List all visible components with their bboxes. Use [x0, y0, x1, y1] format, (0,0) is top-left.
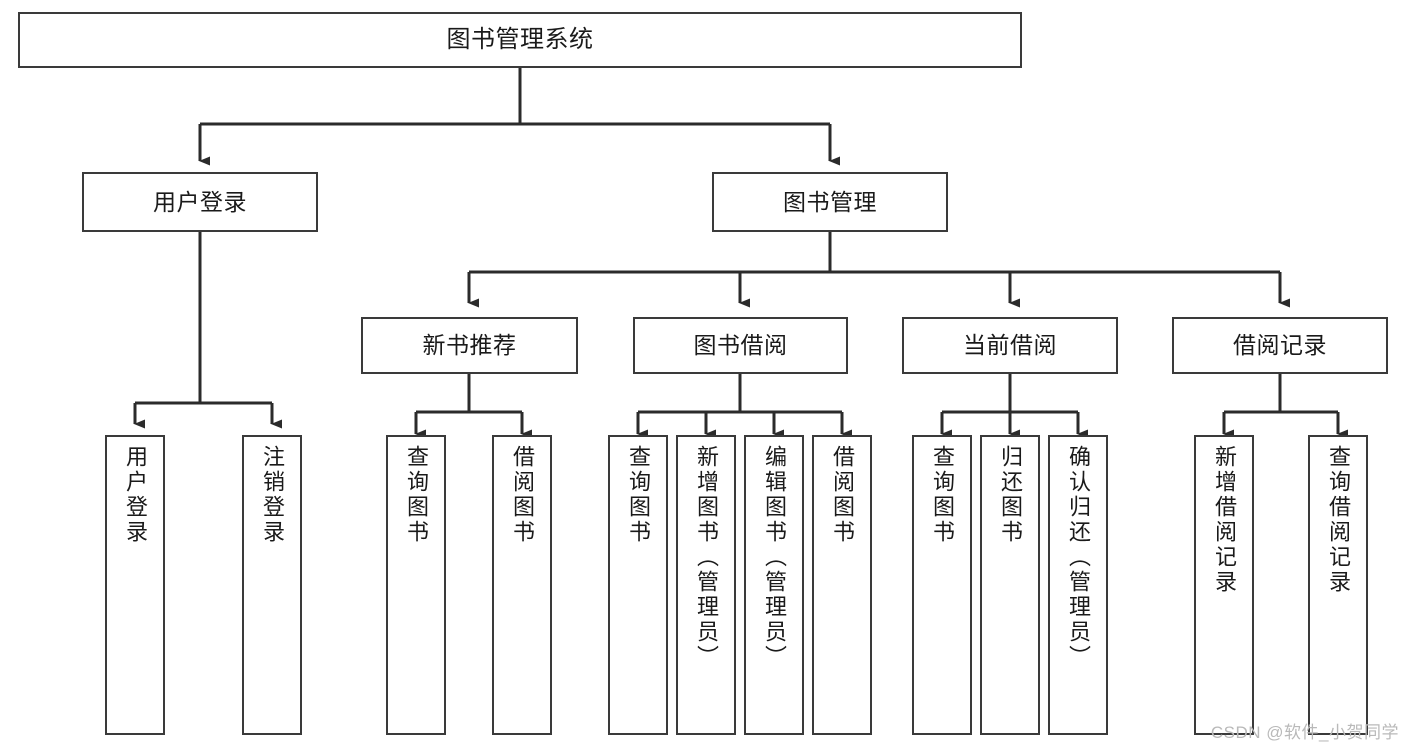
- node-label: 确认归还（管理员）: [1066, 445, 1091, 670]
- node-current-borrow[interactable]: 当前借阅: [902, 317, 1118, 374]
- node-user-login[interactable]: 用户登录: [82, 172, 318, 232]
- leaf-query-book-borrow[interactable]: 查询图书: [608, 435, 668, 735]
- node-label: 查询借阅记录: [1326, 445, 1351, 595]
- leaf-query-borrow-record[interactable]: 查询借阅记录: [1308, 435, 1368, 735]
- node-label: 借阅图书: [830, 445, 855, 545]
- node-root-book-management-system[interactable]: 图书管理系统: [18, 12, 1022, 68]
- node-label: 借阅图书: [510, 445, 535, 545]
- node-new-book-recommend[interactable]: 新书推荐: [361, 317, 578, 374]
- node-label: 编辑图书（管理员）: [762, 445, 787, 670]
- node-label: 当前借阅: [963, 332, 1057, 359]
- node-label: 新书推荐: [422, 332, 517, 359]
- leaf-edit-book-admin[interactable]: 编辑图书（管理员）: [744, 435, 804, 735]
- node-label: 注销登录: [260, 445, 285, 545]
- leaf-add-borrow-record[interactable]: 新增借阅记录: [1194, 435, 1254, 735]
- node-borrow-record[interactable]: 借阅记录: [1172, 317, 1388, 374]
- node-label: 借阅记录: [1233, 332, 1327, 359]
- leaf-borrow-book[interactable]: 借阅图书: [812, 435, 872, 735]
- node-label: 用户登录: [123, 445, 148, 545]
- node-book-management[interactable]: 图书管理: [712, 172, 948, 232]
- leaf-add-book-admin[interactable]: 新增图书（管理员）: [676, 435, 736, 735]
- leaf-return-book[interactable]: 归还图书: [980, 435, 1040, 735]
- node-label: 查询图书: [626, 445, 651, 545]
- leaf-logout-login[interactable]: 注销登录: [242, 435, 302, 735]
- node-label: 新增图书（管理员）: [694, 445, 719, 670]
- node-label: 图书借阅: [693, 332, 788, 359]
- leaf-borrow-book-recommend[interactable]: 借阅图书: [492, 435, 552, 735]
- node-label: 图书管理: [783, 188, 877, 215]
- node-book-borrow[interactable]: 图书借阅: [633, 317, 848, 374]
- leaf-user-login[interactable]: 用户登录: [105, 435, 165, 735]
- node-label: 归还图书: [998, 445, 1023, 545]
- leaf-query-book-recommend[interactable]: 查询图书: [386, 435, 446, 735]
- node-label: 查询图书: [930, 445, 955, 545]
- leaf-query-book-current[interactable]: 查询图书: [912, 435, 972, 735]
- csdn-watermark: CSDN @软件_小贺同学: [1210, 723, 1399, 742]
- node-label: 查询图书: [404, 445, 429, 545]
- node-label: 图书管理系统: [446, 26, 594, 54]
- node-label: 用户登录: [153, 188, 247, 215]
- leaf-confirm-return-admin[interactable]: 确认归还（管理员）: [1048, 435, 1108, 735]
- node-label: 新增借阅记录: [1212, 445, 1237, 595]
